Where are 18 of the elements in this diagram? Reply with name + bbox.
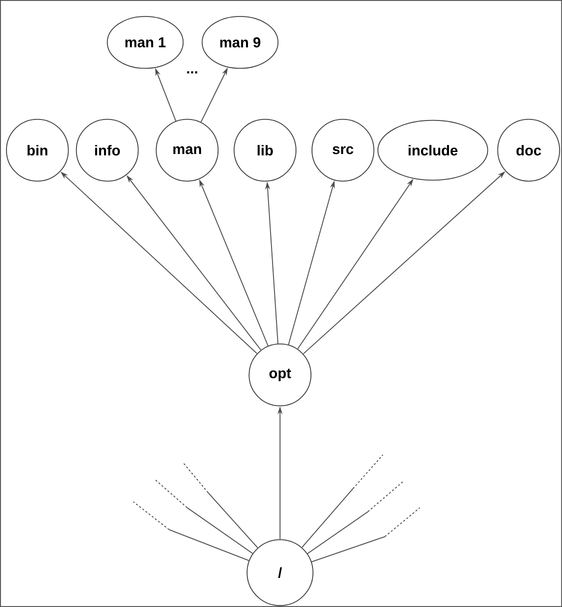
circle-node: doc (497, 118, 560, 182)
circle-node: bin (6, 118, 69, 182)
circle-node: src (312, 118, 374, 182)
circle-node: info (76, 118, 139, 182)
branch-line (311, 507, 420, 562)
circle-node: opt (248, 344, 312, 406)
ellipse-node: include (377, 120, 488, 181)
ellipsis: ... (187, 71, 198, 74)
branch-line (182, 462, 258, 548)
branch-line (154, 479, 254, 554)
branch-line (301, 454, 384, 548)
ellipse-node: man 9 (202, 16, 278, 69)
circle-node: / (246, 539, 314, 606)
circle-node: man (156, 118, 219, 182)
branch-line (132, 501, 250, 561)
branch-line (307, 481, 404, 554)
circle-node: lib (234, 118, 296, 182)
ellipse-node: man 1 (106, 16, 184, 69)
